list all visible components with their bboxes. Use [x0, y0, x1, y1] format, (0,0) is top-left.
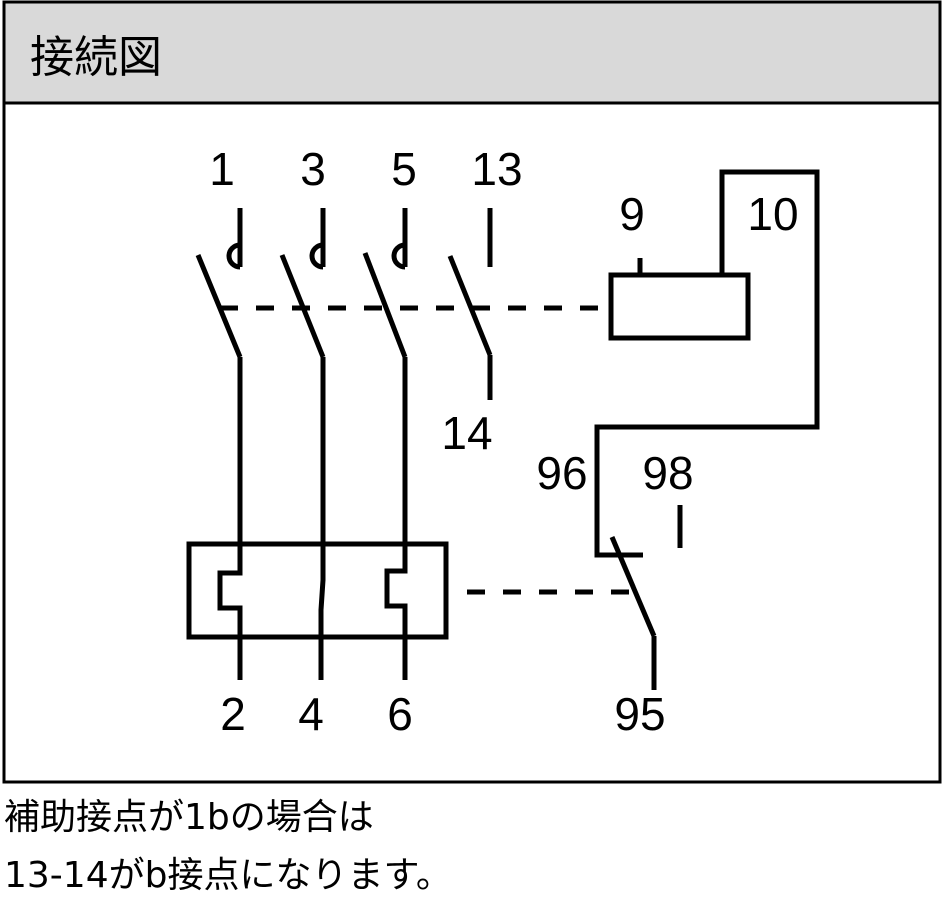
caption-line-2: 13-14がb接点になります。 [4, 855, 452, 896]
terminal-5: 5 [391, 143, 417, 195]
terminal-13: 13 [471, 143, 522, 195]
terminal-1: 1 [209, 143, 235, 195]
terminal-6: 6 [387, 688, 413, 740]
terminal-4: 4 [298, 688, 324, 740]
coil [608, 272, 751, 341]
terminal-14: 14 [441, 407, 492, 459]
terminal-3: 3 [300, 143, 326, 195]
terminal-98: 98 [642, 447, 693, 499]
main-contact-5-6 [362, 208, 408, 680]
terminal-9: 9 [619, 188, 645, 240]
diagram-title: 接続図 [30, 32, 162, 83]
aux-contact-13-14 [447, 208, 493, 400]
main-contact-3-4 [279, 208, 326, 680]
terminal-95: 95 [614, 688, 665, 740]
wire-10-to-96 [594, 169, 820, 558]
thermal-overload-relay [186, 541, 449, 640]
terminal-96: 96 [536, 447, 587, 499]
main-contact-1-2 [195, 208, 243, 680]
header-band [4, 2, 940, 103]
overload-contact-95 [609, 536, 657, 690]
diagram-frame [2, 0, 942, 784]
terminal-2: 2 [220, 688, 246, 740]
terminal-10: 10 [747, 188, 798, 240]
caption-line-1: 補助接点が1bの場合は [4, 797, 374, 838]
